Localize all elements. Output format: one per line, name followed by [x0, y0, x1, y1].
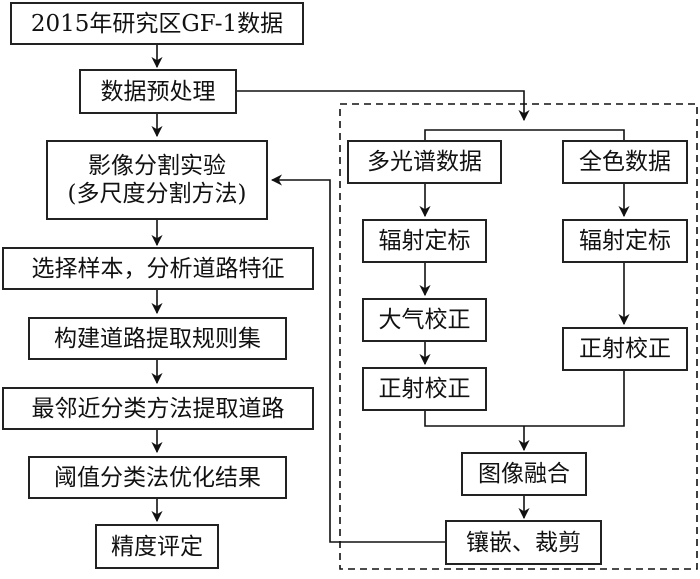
- step-source-data-label: 2015年研究区GF-1数据: [30, 10, 284, 37]
- step-segmentation: 影像分割实验 (多尺度分割方法): [46, 140, 268, 220]
- step-ruleset-label: 构建道路提取规则集: [54, 325, 261, 352]
- ms-atmospheric-label: 大气校正: [378, 307, 471, 333]
- ms-atmospheric-correction: 大气校正: [362, 298, 487, 342]
- ms-data: 多光谱数据: [347, 140, 502, 184]
- step-sample-selection: 选择样本，分析道路特征: [2, 247, 314, 290]
- step-threshold-optimization: 阈值分类法优化结果: [28, 456, 287, 499]
- arrow-preprocess-to-region: [237, 90, 530, 122]
- feedback-arrow: [270, 174, 445, 543]
- step-accuracy-assessment: 精度评定: [95, 524, 219, 569]
- pan-ortho-correction: 正射校正: [562, 327, 688, 371]
- pan-data-label: 全色数据: [579, 149, 671, 175]
- mosaic-clip: 镶嵌、裁剪: [445, 520, 602, 565]
- mosaic-clip-label: 镶嵌、裁剪: [466, 529, 581, 556]
- step-nn-classification: 最邻近分类方法提取道路: [2, 387, 314, 430]
- pan-radiometric-label: 辐射定标: [579, 228, 671, 254]
- step-segmentation-label: 影像分割实验: [88, 153, 226, 179]
- image-fusion: 图像融合: [461, 452, 587, 496]
- step-preprocessing: 数据预处理: [79, 69, 237, 114]
- pan-data: 全色数据: [562, 140, 688, 184]
- step-threshold-optimization-label: 阈值分类法优化结果: [54, 464, 261, 491]
- preprocessing-region: [339, 103, 698, 570]
- step-segmentation-sublabel: (多尺度分割方法): [67, 181, 247, 207]
- step-accuracy-assessment-label: 精度评定: [111, 533, 203, 560]
- ms-ortho-correction: 正射校正: [362, 367, 487, 411]
- ms-data-label: 多光谱数据: [367, 149, 482, 175]
- pan-ortho-label: 正射校正: [579, 336, 671, 362]
- step-nn-classification-label: 最邻近分类方法提取道路: [31, 395, 285, 422]
- image-fusion-label: 图像融合: [478, 461, 570, 487]
- pan-radiometric-calibration: 辐射定标: [562, 219, 688, 263]
- step-ruleset: 构建道路提取规则集: [28, 317, 287, 360]
- step-source-data: 2015年研究区GF-1数据: [10, 2, 304, 45]
- ms-radiometric-calibration: 辐射定标: [362, 219, 487, 263]
- step-sample-selection-label: 选择样本，分析道路特征: [31, 255, 285, 282]
- split-line: [424, 129, 625, 140]
- ms-radiometric-label: 辐射定标: [378, 228, 471, 254]
- ms-ortho-label: 正射校正: [378, 376, 471, 402]
- step-preprocessing-label: 数据预处理: [100, 78, 216, 105]
